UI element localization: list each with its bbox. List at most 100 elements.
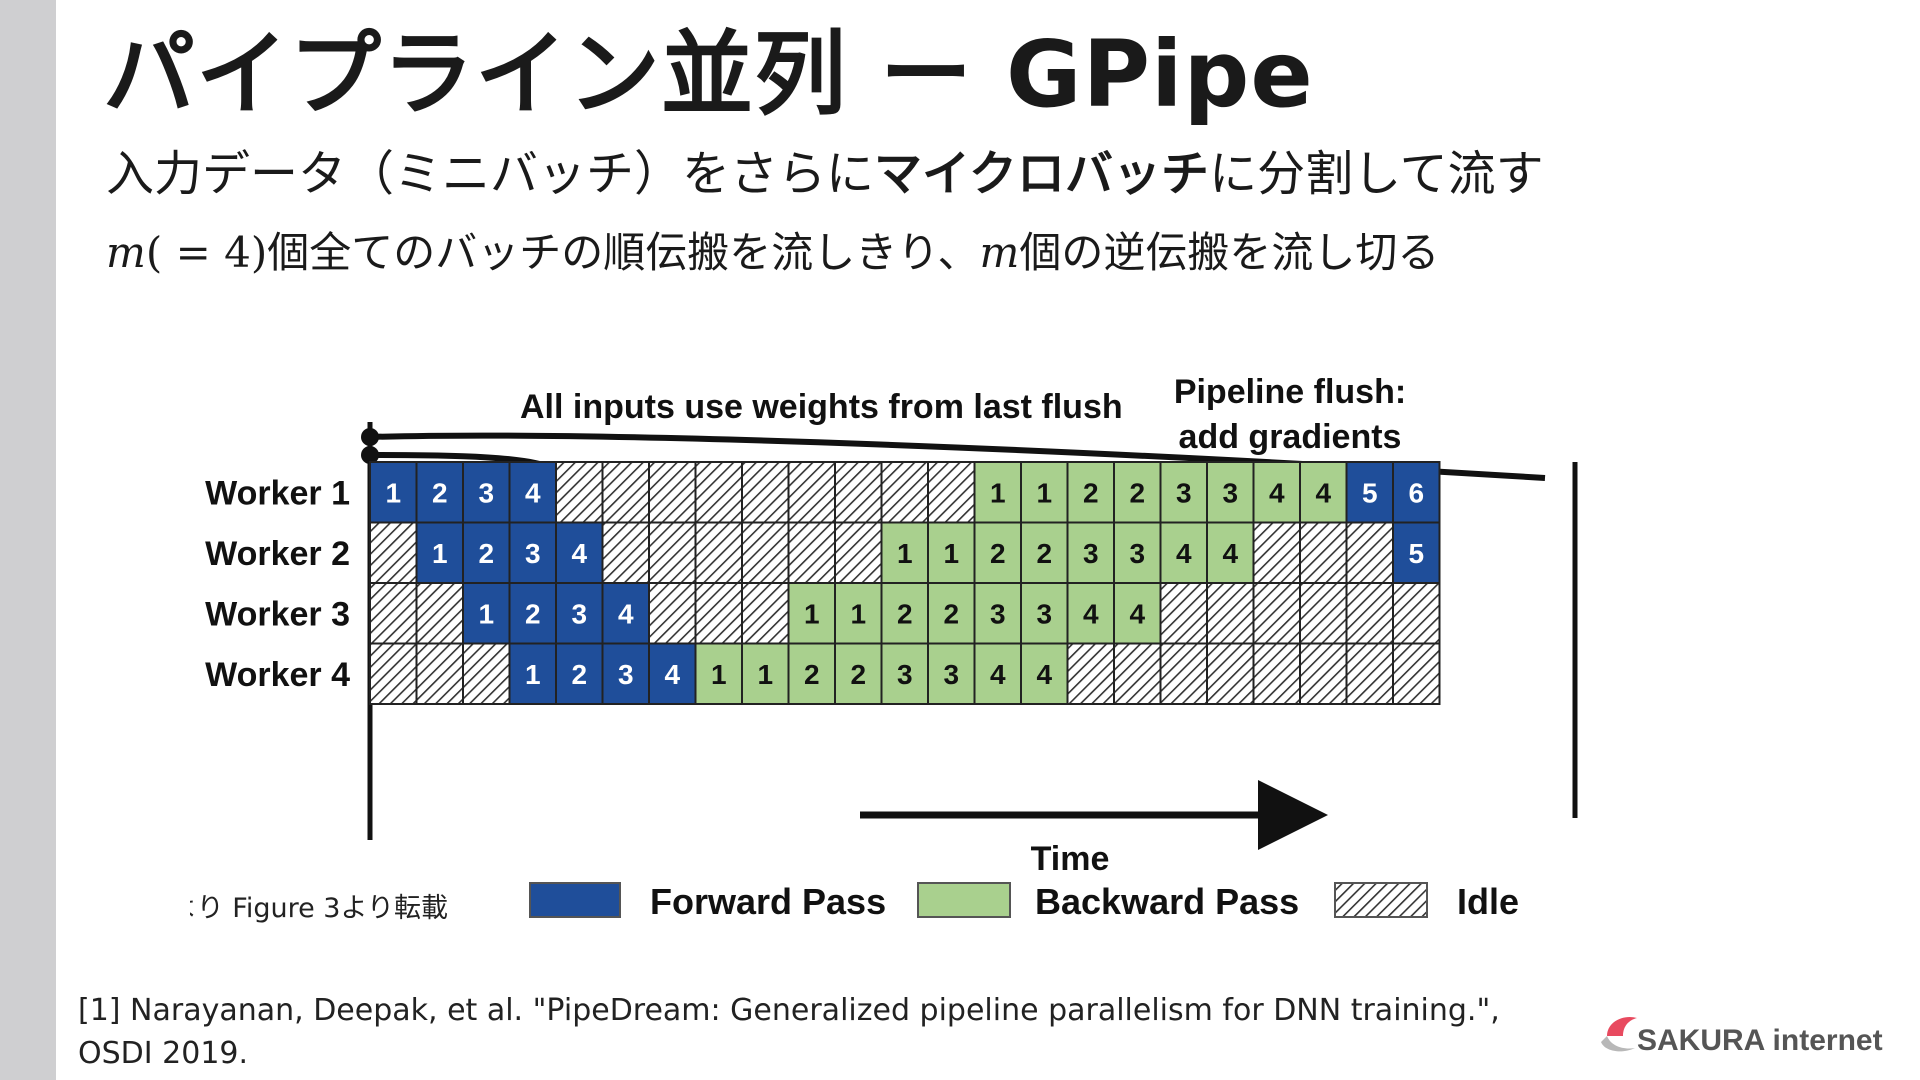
idle-cell [648,461,697,524]
idle-cell [1345,582,1394,645]
idle-cell [741,461,790,524]
cell-microbatch-label: 3 [1176,477,1192,508]
idle-cell [1345,521,1394,584]
forward-cell [508,642,557,705]
backward-cell [1159,461,1208,524]
cell-microbatch-label: 1 [478,598,494,629]
worker-label: Worker 1 [205,474,350,512]
backward-cell [741,642,790,705]
cell-microbatch-label: 3 [618,659,634,690]
math-m-second: m [979,228,1020,277]
forward-cell [1392,461,1441,524]
idle-cell [834,461,883,524]
forward-cell [462,521,511,584]
idle-cell [1392,642,1441,705]
backward-cell [1299,461,1348,524]
forward-cell [555,521,604,584]
cell-microbatch-label: 1 [897,538,913,569]
backward-cell [1113,521,1162,584]
subtitle-post: に分割して流す [1209,146,1544,202]
cell-microbatch-label: 3 [1129,538,1145,569]
cell-microbatch-label: 1 [385,477,401,508]
worker-label: Worker 4 [205,656,350,694]
cell-microbatch-label: 3 [1036,598,1052,629]
cell-microbatch-label: 2 [1036,538,1052,569]
backward-cell [1252,461,1301,524]
legend-backward-label: Backward Pass [1035,881,1299,922]
idle-cell [880,461,929,524]
reference-line-2: OSDI 2019. [78,1035,249,1071]
cell-microbatch-label: 3 [897,659,913,690]
forward-cell [369,461,418,524]
idle-cell [694,461,743,524]
annotation-flush-line2: add gradients [1179,418,1402,456]
backward-cell [1066,461,1115,524]
cell-microbatch-label: 2 [897,598,913,629]
cell-microbatch-label: 4 [1083,598,1099,629]
forward-cell [1345,461,1394,524]
cell-microbatch-label: 3 [478,477,494,508]
subtitle-pre: 入力データ（ミニバッチ）をさらに [106,146,875,202]
cell-microbatch-label: 4 [1222,538,1238,569]
legend-forward-label: Forward Pass [650,881,886,922]
sakura-logo: SAKURA internet [1595,1002,1895,1072]
idle-cell [1159,642,1208,705]
backward-cell [1020,521,1069,584]
idle-cell [1392,582,1441,645]
cell-microbatch-label: 1 [525,659,541,690]
worker-label: Worker 3 [205,595,350,633]
idle-cell [927,461,976,524]
forward-cell [601,642,650,705]
idle-cell [601,521,650,584]
cell-microbatch-label: 2 [1129,477,1145,508]
cell-microbatch-label: 6 [1408,477,1424,508]
legend-idle-swatch [1334,882,1428,918]
slide-subtitle: 入力データ（ミニバッチ）をさらにマイクロバッチに分割して流す [106,146,1544,204]
sakura-logo-icon [1601,1016,1637,1052]
cell-microbatch-label: 1 [1036,477,1052,508]
forward-cell [415,461,464,524]
idle-cell [1113,642,1162,705]
cell-microbatch-label: 5 [1362,477,1378,508]
worker-label: Worker 2 [205,535,350,573]
backward-cell [880,642,929,705]
reference-line-1: [1] Narayanan, Deepak, et al. "PipeDream… [78,993,1500,1028]
backward-cell [834,642,883,705]
idle-cell [648,521,697,584]
cell-microbatch-label: 2 [432,477,448,508]
cell-microbatch-label: 3 [525,538,541,569]
cell-microbatch-label: 3 [990,598,1006,629]
math-eq: ( = 4) [145,228,268,277]
idle-cell [787,521,836,584]
cell-microbatch-label: 2 [525,598,541,629]
worker-labels: Worker 1 Worker 2 Worker 3 Worker 4 [205,474,350,694]
idle-cell [1299,582,1348,645]
left-accent-bar [0,0,56,1080]
cell-microbatch-label: 1 [804,598,820,629]
legend-backward-swatch [917,882,1011,918]
cell-microbatch-label: 4 [990,659,1006,690]
annotation-weights: All inputs use weights from last flush [520,388,1123,426]
cell-microbatch-label: 2 [990,538,1006,569]
desc-mid: 個全てのバッチの順伝搬を流しきり、 [267,228,980,277]
cell-microbatch-label: 4 [1129,598,1145,629]
idle-cell [462,642,511,705]
legend-forward-swatch [529,882,621,918]
backward-cell [1159,521,1208,584]
desc-end: 個の逆伝搬を流し切る [1019,228,1440,277]
slide-title: パイプライン並列 ー GPipe [103,21,1314,128]
cell-microbatch-label: 4 [664,659,680,690]
gpipe-schedule-svg: All inputs use weights from last flush P… [190,373,1578,924]
subtitle-emphasis: マイクロバッチ [874,146,1210,202]
idle-cell [741,582,790,645]
idle-cell [1252,642,1301,705]
forward-cell [508,582,557,645]
backward-cell [927,642,976,705]
figure-caption: [1]より Figure 3より転載 [190,893,448,924]
cell-microbatch-label: 2 [571,659,587,690]
idle-cell [415,582,464,645]
idle-cell [741,521,790,584]
idle-cell [787,461,836,524]
idle-cell [1206,582,1255,645]
